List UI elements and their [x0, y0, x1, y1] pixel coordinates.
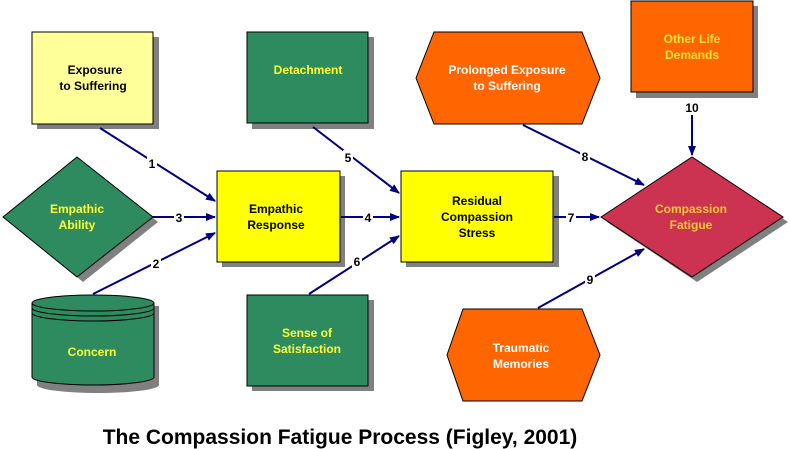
- residual-line-3: Stress: [459, 226, 496, 240]
- satisfaction-line-2: Satisfaction: [273, 342, 341, 356]
- residual-line-1: Residual: [452, 194, 502, 208]
- edge-7-label: 7: [568, 211, 575, 225]
- traumatic-line-1: Traumatic: [493, 341, 550, 355]
- empathic-ability-line-1: Empathic: [50, 202, 104, 216]
- exposure-line-2: to Suffering: [59, 79, 126, 93]
- edge-2-label-bg: [151, 256, 161, 270]
- other-life-line-2: Demands: [665, 48, 719, 62]
- edge-2-label: 2: [153, 257, 160, 271]
- exposure-line-1: Exposure: [68, 63, 123, 77]
- edge-6-label: 6: [354, 255, 361, 269]
- edge-1: [99, 127, 216, 202]
- empathic-response-line-1: Empathic: [249, 202, 303, 216]
- edge-7-label-bg: [566, 210, 576, 224]
- other-life-line-1: Other Life: [664, 32, 721, 46]
- concern-line-1: Concern: [68, 345, 117, 359]
- edge-4-label: 4: [365, 211, 372, 225]
- node-detachment: Detachment: [246, 31, 369, 124]
- edge-4-label-bg: [363, 210, 373, 224]
- edge-5-label-bg: [343, 150, 353, 164]
- edge-5-label: 5: [345, 151, 352, 165]
- node-compassion-fatigue: Compassion Fatigue: [600, 156, 784, 278]
- compassion-fatigue-line-1: Compassion: [655, 202, 727, 216]
- node-prolonged: Prolonged Exposure to Suffering: [415, 31, 601, 125]
- edge-9-label: 9: [587, 273, 594, 287]
- node-concern: Concern: [31, 294, 155, 386]
- prolonged-line-2: to Suffering: [473, 79, 540, 93]
- edge-8-label: 8: [582, 150, 589, 164]
- node-residual: Residual Compassion Stress: [400, 170, 554, 263]
- residual-line-2: Compassion: [441, 210, 513, 224]
- edge-1-label: 1: [149, 157, 156, 171]
- compassion-fatigue-line-2: Fatigue: [670, 218, 713, 232]
- edge-3-label: 3: [176, 211, 183, 225]
- node-empathic-ability: Empathic Ability: [2, 156, 154, 278]
- node-exposure: Exposure to Suffering: [31, 31, 154, 125]
- node-other-life: Other Life Demands: [630, 0, 754, 93]
- edge-8-label-bg: [580, 149, 590, 163]
- prolonged-line-1: Prolonged Exposure: [448, 63, 566, 77]
- edge-1-label-bg: [147, 156, 157, 170]
- edge-labels: 1 2 3 4 5 6 7 8 9 10: [147, 101, 699, 287]
- node-empathic-response: Empathic Response: [216, 170, 341, 263]
- edge-10-label: 10: [685, 101, 699, 115]
- satisfaction-line-1: Sense of: [282, 326, 333, 340]
- edge-5: [312, 126, 400, 194]
- empathic-ability-line-2: Ability: [59, 218, 96, 232]
- node-satisfaction: Sense of Satisfaction: [246, 294, 369, 387]
- empathic-response-line-2: Response: [247, 218, 305, 232]
- traumatic-line-2: Memories: [493, 357, 549, 371]
- edge-6-label-bg: [352, 254, 362, 268]
- edge-3-label-bg: [174, 210, 184, 224]
- diagram-title: The Compassion Fatigue Process (Figley, …: [103, 426, 578, 449]
- edge-9-label-bg: [585, 272, 595, 286]
- node-traumatic: Traumatic Memories: [446, 308, 601, 402]
- detachment-line-1: Detachment: [274, 63, 343, 77]
